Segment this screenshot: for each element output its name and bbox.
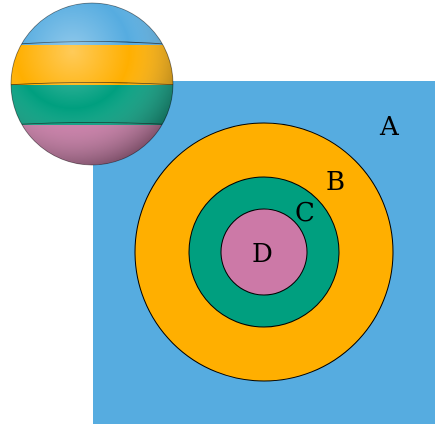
- region-d-circle: [220, 208, 308, 296]
- region-c-label: C: [295, 198, 315, 228]
- region-b-label: B: [326, 167, 345, 197]
- region-a-label: A: [379, 112, 400, 142]
- region-d-label: D: [252, 239, 273, 269]
